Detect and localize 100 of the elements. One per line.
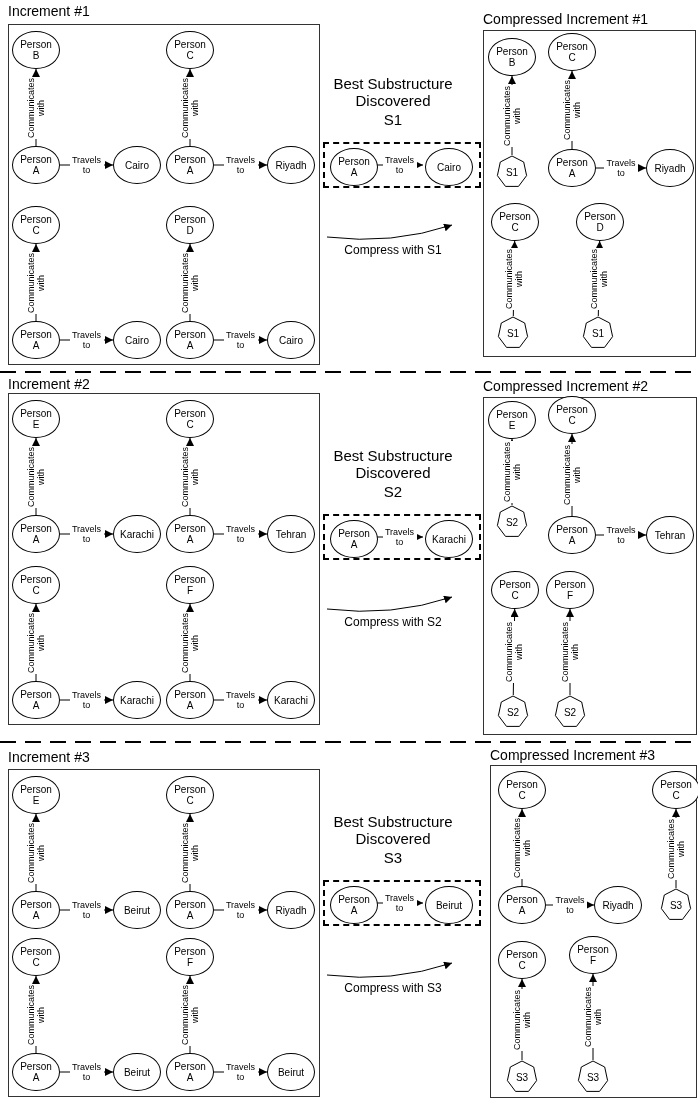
ellipse-node (166, 1053, 214, 1091)
ellipse-node (166, 146, 214, 184)
ellipse-node (594, 886, 642, 924)
edge-label: Travels to (223, 524, 258, 544)
ellipse-node (166, 206, 214, 244)
node-label: Tehran (275, 528, 307, 540)
ellipse-node (166, 776, 214, 814)
ellipse-node (498, 886, 546, 924)
edge-label: Travels to (604, 158, 638, 178)
ellipse-node (12, 1053, 60, 1091)
edge-label: Travels to (223, 330, 258, 350)
node-label: Tehran (654, 529, 686, 541)
ellipse-node (546, 571, 594, 609)
ellipse-node (113, 321, 161, 359)
ellipse-node (646, 149, 694, 187)
ellipse-node (646, 516, 694, 554)
ellipse-node (12, 891, 60, 929)
node-label: S3 (515, 1071, 529, 1083)
node-label: Person A (555, 524, 589, 546)
ellipse-node (548, 33, 596, 71)
edge-label: Communicates with (180, 821, 200, 884)
ellipse-node (576, 203, 624, 241)
node-label: S2 (505, 516, 519, 528)
node-label: Beirut (123, 904, 151, 916)
ellipse-node (330, 886, 378, 924)
ellipse-node (425, 886, 473, 924)
node-label: Beirut (277, 1066, 305, 1078)
node-label: S3 (586, 1071, 600, 1083)
panel-heading: Increment #1 (8, 2, 90, 20)
node-label: Person A (337, 528, 371, 550)
node-label: Person C (173, 784, 207, 806)
edge-label: Travels to (69, 690, 104, 710)
node-label: Person F (553, 579, 587, 601)
node-label: Cairo (125, 334, 149, 346)
node-label: Cairo (437, 161, 461, 173)
ellipse-node (488, 401, 536, 439)
ellipse-node (330, 520, 378, 558)
edge-label: Travels to (223, 155, 258, 175)
arrow-label: Compress with S1 (343, 243, 443, 257)
ellipse-node (267, 321, 315, 359)
ellipse-node (267, 146, 315, 184)
ellipse-node (113, 891, 161, 929)
edge-label: Communicates with (560, 621, 580, 683)
ellipse-node (491, 571, 539, 609)
substructure-name: S1 (382, 111, 404, 128)
node-label: Person A (173, 523, 207, 545)
edge-label: Travels to (382, 155, 417, 175)
node-label: Person A (173, 1061, 207, 1083)
ellipse-node (548, 516, 596, 554)
ellipse-node (548, 149, 596, 187)
panel-heading: Compressed Increment #2 (483, 377, 648, 395)
ellipse-node (498, 771, 546, 809)
node-label: Person F (173, 946, 207, 968)
edge-label: Communicates with (26, 445, 46, 508)
edge-label: Communicates with (512, 816, 532, 879)
node-label: Person A (173, 899, 207, 921)
node-label: Person A (19, 329, 53, 351)
node-label: Person A (19, 689, 53, 711)
node-label: Karachi (274, 694, 308, 706)
node-label: S2 (563, 706, 577, 718)
node-label: S1 (506, 327, 520, 339)
node-label: Person C (498, 211, 532, 233)
node-label: Person C (498, 579, 532, 601)
node-label: Person E (19, 408, 53, 430)
node-label: Person F (576, 944, 610, 966)
ellipse-node (491, 203, 539, 241)
node-label: S1 (505, 166, 519, 178)
ellipse-node (166, 566, 214, 604)
edge-label: Communicates with (512, 988, 532, 1051)
edge-label: Communicates with (180, 611, 200, 674)
ellipse-node (488, 38, 536, 76)
ellipse-node (12, 400, 60, 438)
node-label: Person D (173, 214, 207, 236)
edge-label: Communicates with (26, 251, 46, 314)
ellipse-node (548, 396, 596, 434)
node-label: Person A (19, 154, 53, 176)
ellipse-node (166, 515, 214, 553)
node-label: Person A (173, 154, 207, 176)
arrow-label: Compress with S3 (343, 981, 443, 995)
ellipse-node (12, 681, 60, 719)
node-label: Person C (555, 41, 589, 63)
node-label: Beirut (123, 1066, 151, 1078)
node-label: Person B (19, 39, 53, 61)
ellipse-node (12, 146, 60, 184)
ellipse-node (166, 891, 214, 929)
edge-label: Travels to (69, 1062, 104, 1082)
edge-label: Communicates with (180, 76, 200, 139)
node-label: Person C (555, 404, 589, 426)
edge-label: Travels to (69, 900, 104, 920)
substructure-name: S2 (382, 483, 404, 500)
edge-label: Communicates with (503, 247, 524, 310)
edge-label: Travels to (223, 900, 258, 920)
ellipse-node (12, 566, 60, 604)
node-label: Person A (505, 894, 539, 916)
section-heading: Best Substructure Discovered (332, 813, 454, 847)
section-heading: Best Substructure Discovered (332, 75, 454, 109)
edge-label: Communicates with (502, 441, 522, 503)
edge-label: Communicates with (583, 986, 603, 1048)
node-label: Riyadh (275, 159, 307, 171)
edge-label: Travels to (223, 1062, 258, 1082)
